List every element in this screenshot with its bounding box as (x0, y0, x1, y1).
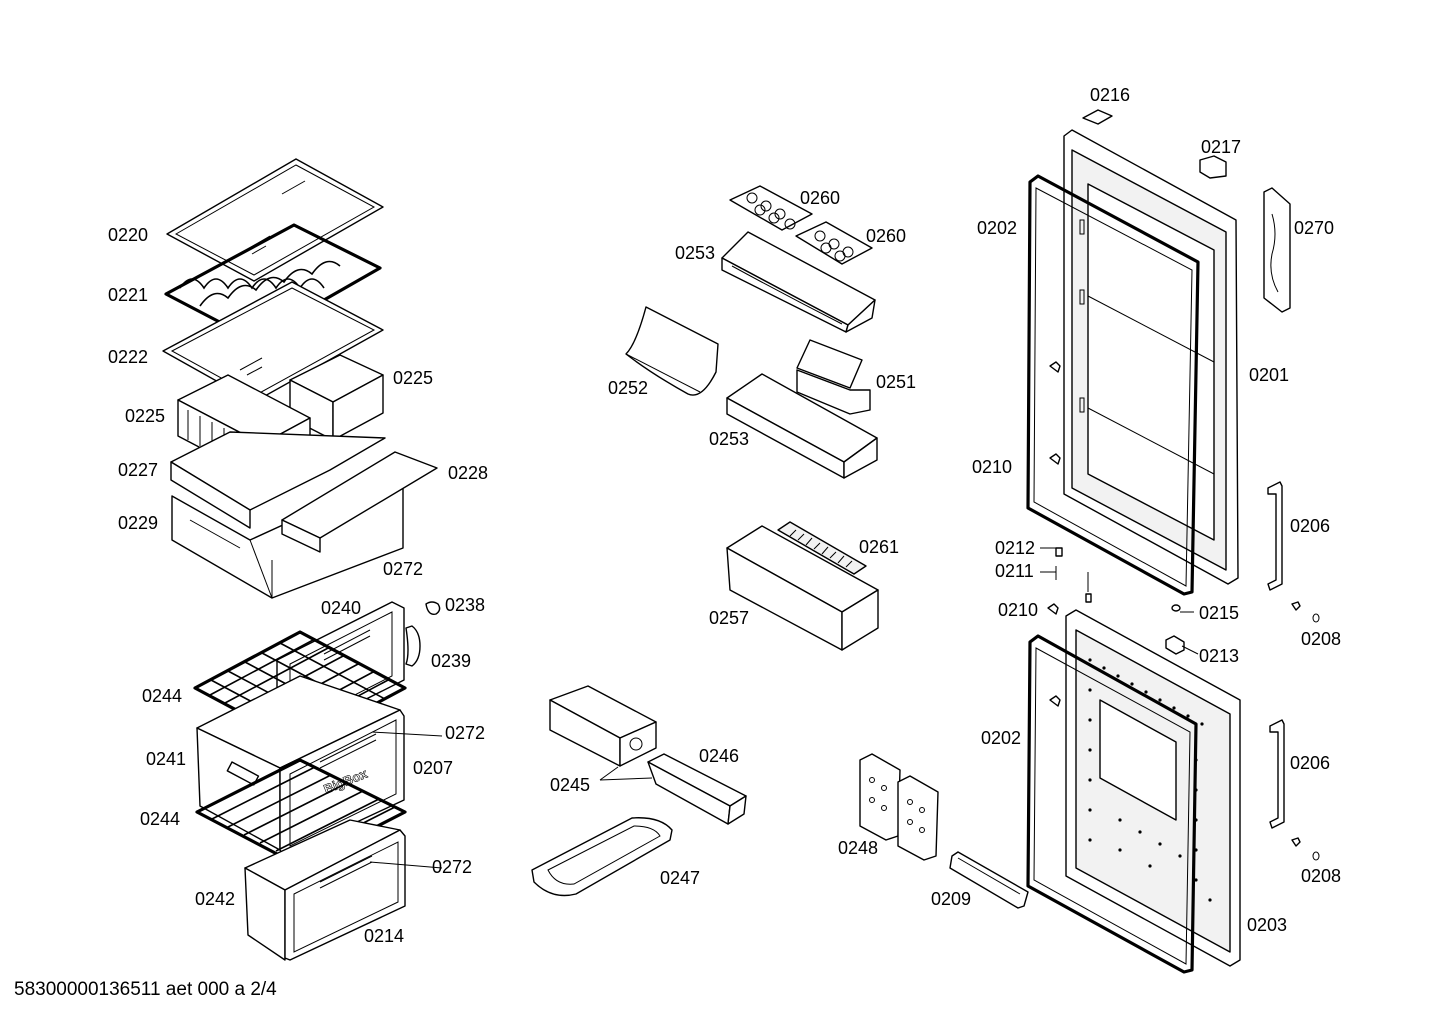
part-drawing-0241-0207-bigbox-drawer: BigBox (196, 675, 405, 857)
callout-label: 0206 (1290, 753, 1330, 773)
callout-label: 0228 (448, 463, 488, 483)
part-drawing-0216-0217-caps (1082, 109, 1227, 179)
callout-label: 0239 (431, 651, 471, 671)
part-drawing-0245-ice-box (549, 685, 657, 767)
part-drawing-0201-upper-door (1063, 129, 1239, 585)
leader-line-0245-b (599, 777, 653, 781)
callout-label: 0213 (1199, 646, 1239, 666)
callout-label: 0208 (1301, 866, 1341, 886)
part-drawing-middle-hardware (1047, 547, 1320, 861)
callout-label: 0209 (931, 889, 971, 909)
part-drawing-0261-0257-door-bin-large (726, 521, 879, 651)
callout-label: 0244 (142, 686, 182, 706)
callout-label: 0202 (977, 218, 1017, 238)
part-drawing-0209-grille (949, 851, 1029, 909)
part-drawing-0220-glass-shelf (166, 158, 384, 282)
callout-label: 0225 (393, 368, 433, 388)
part-drawing-0246-small-tray (647, 753, 747, 825)
callout-label: 0272 (383, 559, 423, 579)
callout-label: 0248 (838, 838, 878, 858)
part-drawing-0270-control-board (1263, 187, 1291, 313)
callout-label: 0217 (1201, 137, 1241, 157)
part-drawing-0253-door-bin-middle (726, 373, 878, 479)
callout-label: 0241 (146, 749, 186, 769)
callout-label: 0206 (1290, 516, 1330, 536)
callout-label: 0238 (445, 595, 485, 615)
callout-label: 0203 (1247, 915, 1287, 935)
callout-label: 0221 (108, 285, 148, 305)
part-drawing-0247-ice-tray (531, 817, 673, 897)
callout-label: 0245 (550, 775, 590, 795)
callout-label: 0201 (1249, 365, 1289, 385)
callout-label: 0260 (800, 188, 840, 208)
leader-lines (369, 547, 1199, 869)
leader-line-0245-a (599, 766, 619, 781)
part-drawing-0206-hinge-upper (1267, 481, 1283, 591)
part-drawing-0260-egg-trays (729, 185, 873, 265)
part-drawing-0227-0229-tray-and-base (170, 431, 438, 599)
callout-label: 0220 (108, 225, 148, 245)
callout-label: 0247 (660, 868, 700, 888)
callout-label: 0252 (608, 378, 648, 398)
callout-label: 0260 (866, 226, 906, 246)
part-drawing-0253-door-bin-upper (721, 231, 876, 333)
callout-label: 0244 (140, 809, 180, 829)
part-drawing-0251-butter-dish (796, 339, 871, 415)
part-drawing-0202-lower-gasket (1026, 634, 1198, 974)
part-drawing-0203-lower-door (1065, 609, 1241, 967)
callout-label: 0207 (413, 758, 453, 778)
callout-label: 0257 (709, 608, 749, 628)
callout-label: 0215 (1199, 603, 1239, 623)
callout-label: 0251 (876, 372, 916, 392)
callout-label: 0246 (699, 746, 739, 766)
callout-label: 0272 (432, 857, 472, 877)
callout-label: 0270 (1294, 218, 1334, 238)
part-drawing-0206-hinge-lower (1269, 719, 1285, 829)
callout-label: 0216 (1090, 85, 1130, 105)
callout-label: 0242 (195, 889, 235, 909)
callout-label: 0222 (108, 347, 148, 367)
callout-label: 0202 (981, 728, 1021, 748)
callout-label: 0211 (995, 561, 1034, 581)
part-drawing-0248-cold-packs (859, 753, 939, 861)
callout-labels: 0220 0221 0222 0225 0225 0227 0229 0228 … (108, 85, 1341, 946)
callout-label: 0212 (995, 538, 1035, 558)
callout-label: 0208 (1301, 629, 1341, 649)
callout-label: 0214 (364, 926, 404, 946)
callout-label: 0272 (445, 723, 485, 743)
callout-label: 0261 (859, 537, 899, 557)
callout-label: 0229 (118, 513, 158, 533)
callout-label: 0227 (118, 460, 158, 480)
callout-label: 0210 (998, 600, 1038, 620)
callout-label: 0225 (125, 406, 165, 426)
callout-label: 0240 (321, 598, 361, 618)
document-footer-code: 58300000136511 aet 000 a 2/4 (14, 979, 277, 1000)
callout-label: 0253 (709, 429, 749, 449)
callout-label: 0253 (675, 243, 715, 263)
part-drawing-0202-upper-gasket (1026, 174, 1200, 596)
callout-label: 0210 (972, 457, 1012, 477)
part-drawing-0252-cover-plate (625, 306, 719, 396)
